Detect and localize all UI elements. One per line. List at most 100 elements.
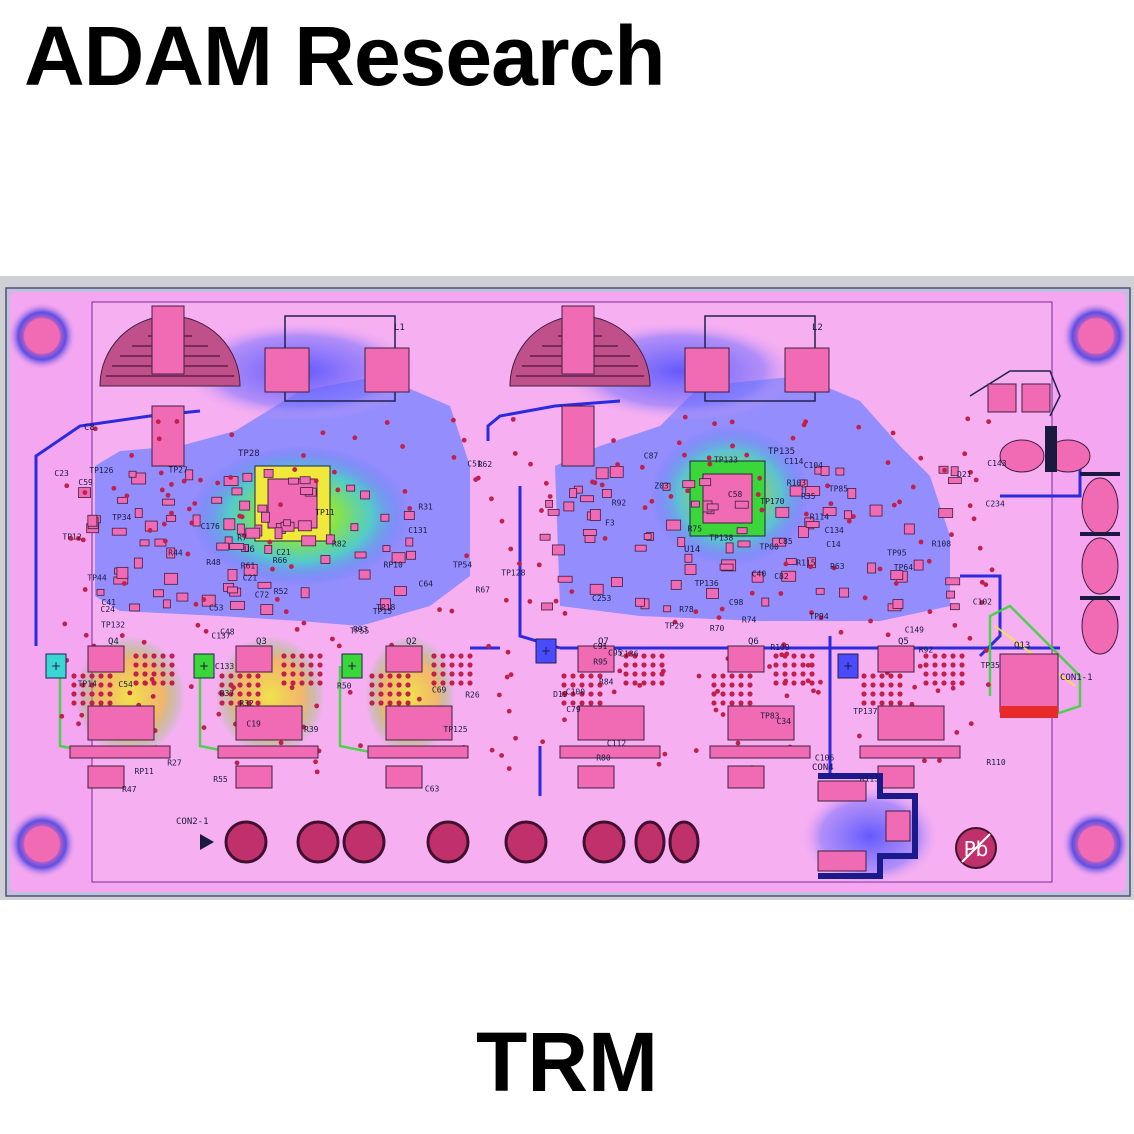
silkscreen-label: C40: [752, 570, 767, 579]
silkscreen-label: C23: [54, 469, 69, 478]
silkscreen-label: R114: [810, 513, 829, 522]
silkscreen-label: R7: [237, 533, 247, 542]
power-transistors: +++++: [45, 638, 965, 789]
silkscreen-label: TP95: [887, 548, 906, 557]
silkscreen-label: R109: [770, 643, 789, 652]
silkscreen-label: TP133: [714, 455, 738, 464]
silkscreen-label: R82: [332, 540, 347, 549]
silkscreen-label: R108: [932, 539, 951, 548]
silkscreen-label: R74: [742, 615, 757, 624]
pcb-board-image: +++++: [0, 276, 1134, 900]
silkscreen-label: D19: [553, 690, 568, 699]
silkscreen-label: R115: [796, 559, 815, 568]
silkscreen-label: R80: [596, 753, 611, 762]
silkscreen-label: C59: [78, 478, 93, 487]
component-designator: U6: [244, 545, 255, 555]
silkscreen-label: C87: [644, 451, 659, 460]
silkscreen-label: F3: [605, 519, 615, 528]
silkscreen-label: C102: [973, 597, 992, 606]
component-designator: Q7: [598, 637, 609, 647]
silkscreen-label: R37: [220, 689, 235, 698]
silkscreen-label: C24: [101, 605, 116, 614]
silkscreen-label: TP94: [809, 612, 828, 621]
silkscreen-label: C149: [905, 625, 924, 634]
component-designator: Q4: [108, 637, 119, 647]
silkscreen-label: R63: [830, 562, 845, 571]
inductors: [264, 315, 830, 402]
silkscreen-label: Z03: [654, 482, 669, 491]
silkscreen-label: TP27: [169, 465, 188, 474]
silkscreen-label: C48: [220, 628, 235, 637]
silkscreen-label: R48: [206, 558, 221, 567]
silkscreen-label: C91: [593, 642, 608, 651]
silkscreen-label: TP12: [62, 533, 81, 542]
silkscreen-label: TP83: [760, 712, 779, 721]
silkscreen-label: TP35: [981, 661, 1000, 670]
silkscreen-label: R67: [476, 586, 491, 595]
silkscreen-label: R93: [353, 625, 368, 634]
silkscreen-label: D21: [957, 470, 972, 479]
silkscreen-label: C53: [209, 604, 224, 613]
silkscreen-label: C64: [419, 579, 434, 588]
q13-package: [999, 653, 1059, 718]
silkscreen-label: C72: [255, 591, 270, 600]
silkscreen-label: TP15: [373, 607, 392, 616]
silkscreen-label: R39: [304, 725, 319, 734]
page-title: ADAM Research: [24, 9, 666, 103]
silkscreen-label: TP64: [894, 563, 913, 572]
svg-text:+: +: [347, 659, 357, 673]
connector-con1: [1080, 472, 1120, 655]
component-designator: L1: [394, 323, 405, 333]
silkscreen-label: C82: [774, 572, 789, 581]
silkscreen-label: RP10: [384, 560, 403, 569]
silkscreen-label: TP138: [709, 534, 733, 543]
silkscreen-label: R92: [612, 498, 627, 507]
silkscreen-label: R55: [213, 775, 228, 784]
component-designator: TP135: [768, 447, 795, 457]
silkscreen-label: R61: [241, 562, 256, 571]
connector-con4: [817, 773, 918, 879]
connector-con2: [200, 820, 700, 864]
silkscreen-label: C58: [728, 490, 743, 499]
silkscreen-label: R31: [418, 503, 433, 512]
silkscreen-label: C104: [804, 461, 823, 470]
silkscreen-label: TP137: [853, 707, 877, 716]
logo-text: Pb: [964, 837, 989, 861]
component-designator: TP28: [238, 449, 260, 459]
silkscreen-label: C21: [243, 574, 258, 583]
silkscreen-label: C176: [201, 522, 220, 531]
svg-text:+: +: [541, 644, 551, 658]
silkscreen-label: C51: [467, 459, 482, 468]
silkscreen-label: TP126: [89, 466, 113, 475]
silkscreen-label: TP54: [453, 561, 472, 570]
silkscreen-label: C136: [619, 650, 638, 659]
silkscreen-label: C100: [566, 687, 585, 696]
silkscreen-label: C69: [432, 686, 447, 695]
silkscreen-label: TP29: [665, 622, 684, 631]
component-designator: Q3: [256, 637, 267, 647]
component-designator: Q13: [1014, 641, 1030, 651]
silkscreen-label: C21: [276, 548, 291, 557]
silkscreen-label: R78: [679, 605, 694, 614]
silkscreen-label: C131: [408, 526, 427, 535]
mounting-holes: [8, 302, 1130, 878]
silkscreen-label: TP11: [315, 508, 334, 517]
svg-text:+: +: [843, 659, 853, 673]
silkscreen-label: C41: [102, 598, 117, 607]
silkscreen-label: TP170: [760, 497, 784, 506]
silkscreen-label: TP55: [350, 627, 369, 636]
component-designator: CON1-1: [1060, 673, 1093, 683]
silkscreen-label: R84: [599, 677, 614, 686]
silkscreen-label: C112: [607, 739, 626, 748]
component-designator: CON4: [812, 763, 834, 773]
silkscreen-label: C19: [246, 719, 261, 728]
silkscreen-label: R52: [274, 587, 289, 596]
silkscreen-label: C134: [825, 526, 844, 535]
silkscreen-label: RP11: [135, 767, 154, 776]
component-designator: Q6: [748, 637, 759, 647]
silkscreen-label: TP18: [376, 603, 395, 612]
silkscreen-label: R92: [919, 646, 934, 655]
silkscreen-label: R27: [167, 758, 182, 767]
component-designator: CON2-1: [176, 817, 209, 827]
